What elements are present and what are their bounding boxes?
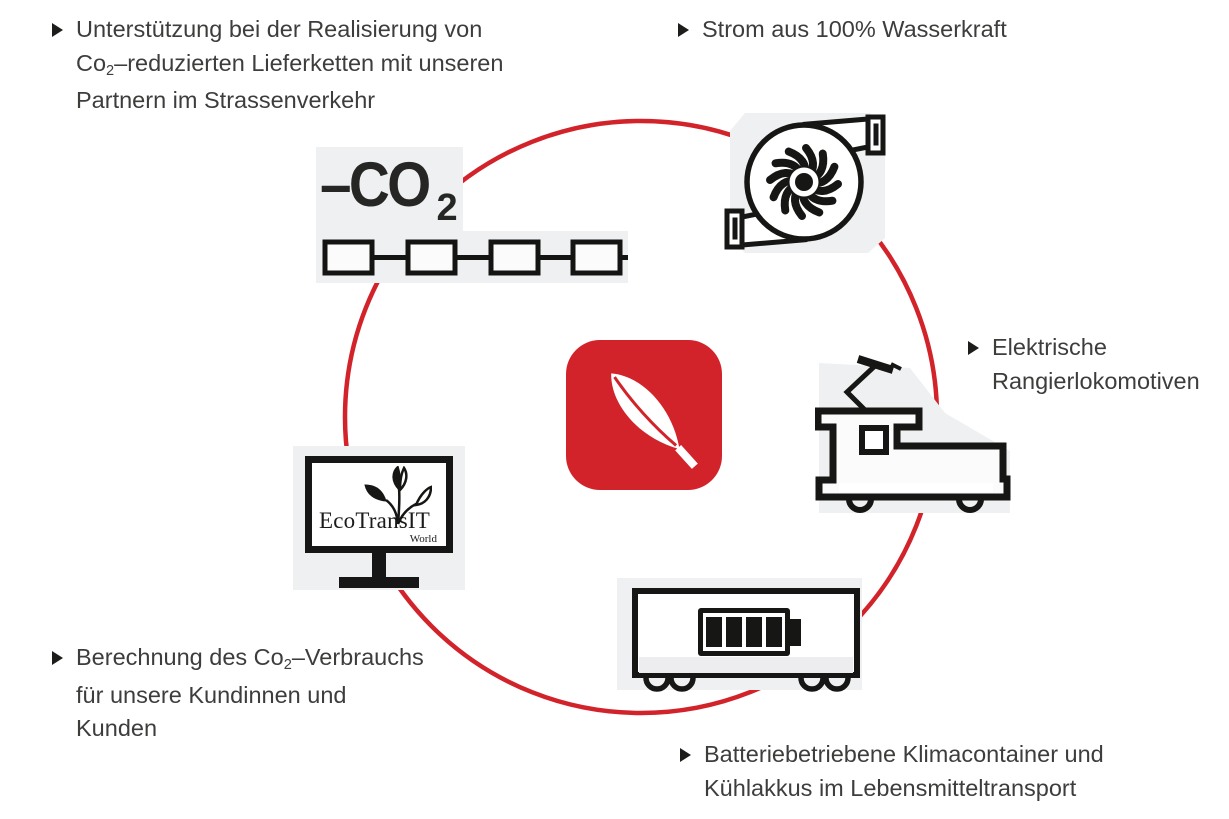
monitor-stand	[372, 553, 386, 579]
ecotransit-monitor-icon: EcoTransIT World	[293, 446, 465, 590]
co2-label-text: –CO	[320, 150, 431, 220]
label-supply-chain: Unterstützung bei der Realisierung von C…	[52, 13, 503, 118]
co2-label-subscript: 2	[436, 187, 458, 229]
label-battery-containers-text: Batteriebetriebene Klimacontainer und Kü…	[704, 741, 1104, 801]
battery-wagon-art	[617, 578, 862, 692]
label-battery-containers: Batteriebetriebene Klimacontainer und Kü…	[680, 738, 1104, 805]
label-hydropower: Strom aus 100% Wasserkraft	[678, 13, 1007, 47]
ecotransit-brand-text: EcoTransIT	[319, 508, 431, 533]
co2-reduction-label: –CO 2	[316, 147, 463, 231]
co2-supply-chain-icon	[316, 231, 628, 283]
water-turbine-art	[724, 113, 886, 253]
locomotive-art	[814, 355, 1011, 513]
battery-container-wagon-icon	[617, 578, 862, 698]
monitor-base	[339, 577, 419, 588]
supply-chain-links	[322, 239, 628, 276]
label-locomotives: Elektrische Rangierlokomotiven	[968, 331, 1200, 398]
electric-locomotive-icon	[814, 355, 1015, 519]
ecotransit-leaves-icon	[364, 466, 432, 525]
label-locomotives-text: Elektrische Rangierlokomotiven	[992, 334, 1200, 394]
water-turbine-icon	[718, 106, 894, 258]
bullet-arrow-icon	[678, 23, 689, 37]
monitor-screen: EcoTransIT World	[305, 456, 453, 553]
label-supply-chain-text: Unterstützung bei der Realisierung von C…	[76, 16, 504, 113]
label-hydropower-text: Strom aus 100% Wasserkraft	[702, 16, 1007, 42]
bullet-arrow-icon	[680, 748, 691, 762]
bullet-arrow-icon	[968, 341, 979, 355]
label-co2-calculation-text: Berechnung des Co2–Verbrauchs für unsere…	[76, 644, 424, 741]
label-co2-calculation: Berechnung des Co2–Verbrauchs für unsere…	[52, 641, 424, 746]
bullet-arrow-icon	[52, 651, 63, 665]
ecotransit-world-text: World	[409, 533, 437, 545]
leaf-art	[611, 373, 698, 469]
bullet-arrow-icon	[52, 23, 63, 37]
leaf-icon	[566, 340, 722, 490]
